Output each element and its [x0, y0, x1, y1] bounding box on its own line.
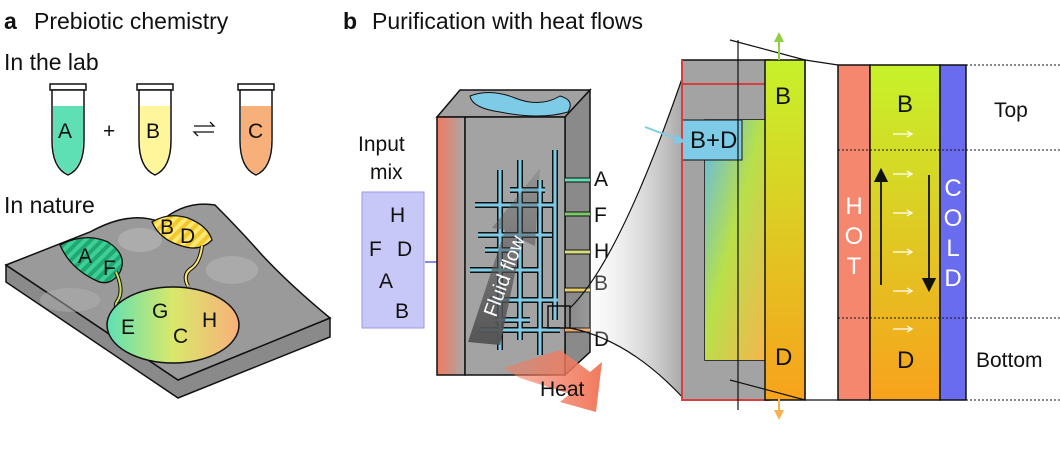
pool-letter-d: D [180, 225, 195, 248]
hot-letter-h: H [845, 193, 862, 220]
input-mix-box [361, 191, 425, 329]
pool-letter-c: C [173, 325, 188, 348]
tube-c-label: C [248, 120, 263, 143]
tube-c [237, 83, 275, 176]
zoom-inlet-label: B+D [690, 127, 737, 154]
pool-letter-a: A [78, 245, 92, 268]
channel-bottom-label: D [897, 347, 914, 374]
pool-letter-e: E [121, 316, 135, 339]
hot-letter-t: T [847, 253, 862, 280]
tube-b-label: B [146, 120, 160, 143]
input-letter-f: F [369, 238, 382, 261]
input-letter-b: B [395, 300, 409, 323]
pool-letter-b: B [160, 216, 174, 239]
top-label: Top [994, 99, 1028, 122]
zoom-funnel [570, 70, 685, 400]
fluid-flow-arrow-icon [468, 168, 540, 345]
zoom-inlet-arrow-icon [644, 126, 686, 144]
pool-letter-g: G [152, 300, 168, 323]
hot-letter-o: O [845, 223, 864, 250]
zoom-top-arrow-icon [774, 32, 784, 60]
zoom-bottom-arrow-icon [774, 398, 784, 420]
cold-letter-d: D [944, 265, 961, 292]
plus-sign: + [103, 120, 115, 143]
panel-a-title: Prebiotic chemistry [34, 8, 229, 34]
lab-label: In the lab [4, 49, 99, 75]
outlet-f: F [594, 204, 607, 227]
input-label-line2: mix [370, 161, 403, 184]
input-letter-d: D [397, 238, 412, 261]
cold-letter-l: L [946, 235, 959, 262]
cold-letter-o: O [944, 205, 963, 232]
bottom-label: Bottom [976, 349, 1043, 372]
channel-top-label: B [897, 91, 913, 118]
equilibrium-arrows-icon [192, 121, 216, 137]
panel-b-letter: b [343, 8, 357, 34]
panel-b-title: Purification with heat flows [372, 8, 643, 34]
pool-letter-h: H [202, 309, 217, 332]
hot-label: H O T [845, 193, 864, 280]
cold-wall [939, 64, 967, 401]
channel-diagram [837, 64, 1060, 401]
pool-letter-f: F [103, 257, 116, 280]
tube-a [49, 83, 87, 176]
tube-a-label: A [58, 120, 72, 143]
nature-label: In nature [4, 192, 95, 218]
outlet-h: H [594, 240, 609, 263]
zoom-bottom-label: D [775, 344, 792, 371]
input-label-line1: Input [358, 133, 405, 156]
zoom-top-label: B [775, 83, 791, 110]
heat-arrow-icon [503, 350, 602, 412]
heat-label: Heat [540, 378, 585, 401]
input-letter-h: H [390, 204, 405, 227]
landscape [4, 203, 332, 399]
panel-a-letter: a [4, 8, 17, 34]
input-letter-a: A [379, 270, 393, 293]
zoom-block [681, 39, 806, 410]
tube-b [136, 83, 174, 176]
outlet-a: A [594, 168, 608, 191]
cold-letter-c: C [944, 175, 961, 202]
cold-label: C O L D [944, 175, 963, 292]
